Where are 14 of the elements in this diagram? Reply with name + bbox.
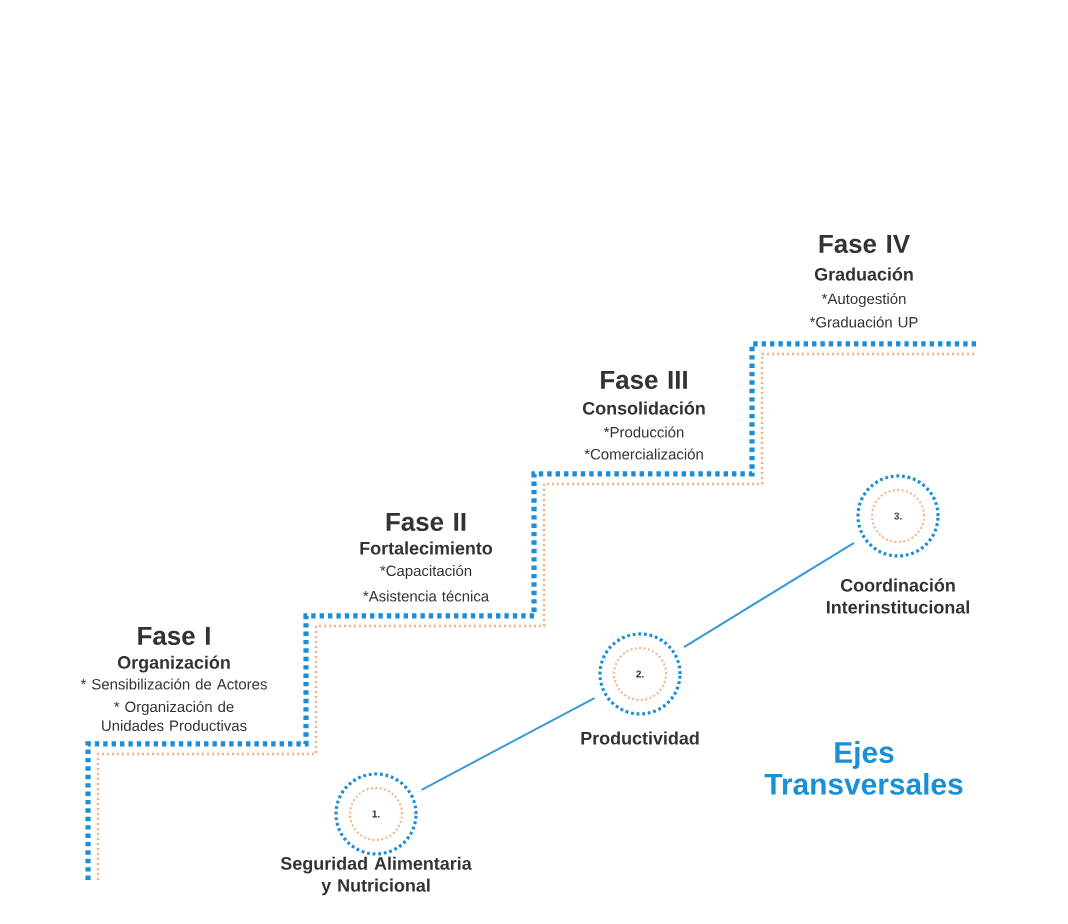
phase-title: Fase III (601, 370, 687, 389)
axis-label: Seguridad Alimentaria y Nutricional (280, 856, 472, 896)
phase-subtitle: Fortalecimiento (360, 541, 493, 555)
phase-subtitle: Graduación (814, 267, 913, 281)
phase-subtitle: Organización (117, 655, 230, 673)
phase-subtitle: Consolidación (583, 401, 705, 415)
connector-line (420, 697, 596, 791)
phase-title: Fase I (138, 626, 210, 645)
connector-line (683, 541, 855, 648)
axis-label: Productividad (581, 731, 699, 745)
phase-title: Fase IV (819, 234, 910, 253)
axis-label: Coordinación Interinstitucional (826, 578, 969, 614)
phase-title: Fase II (386, 512, 466, 531)
section-title: Ejes Transversales (764, 741, 963, 795)
